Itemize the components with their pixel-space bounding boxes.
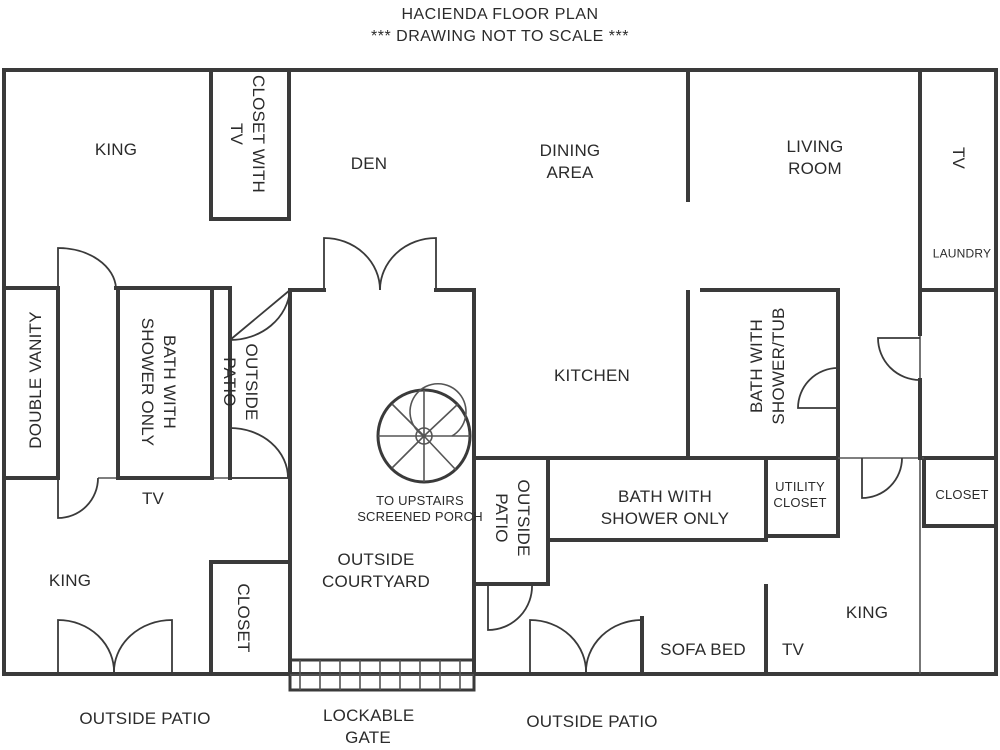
label-outside-patio-right: OUTSIDE PATIO <box>526 712 658 731</box>
room-label-king-top-left: KING <box>94 140 138 159</box>
room-label-kitchen: KITCHEN <box>553 366 631 385</box>
room-label-laundry: LAUNDRY <box>932 246 992 261</box>
plan-subtitle: *** DRAWING NOT TO SCALE *** <box>371 28 629 45</box>
door-swings <box>57 237 921 675</box>
label-lockable-gate: LOCKABLE GATE <box>323 706 415 747</box>
room-label-sofa-bed: SOFA BED <box>660 640 746 659</box>
room-label-tv-left: TV <box>141 489 165 508</box>
interior-walls <box>2 68 998 676</box>
room-label-closet-bottom-left: CLOSET <box>234 583 253 653</box>
room-label-den: DEN <box>350 154 388 173</box>
room-label-tv-bottom-right: TV <box>781 640 805 659</box>
room-label-dining-area: DINING AREA <box>539 141 601 182</box>
room-label-outside-courtyard: OUTSIDE COURTYARD <box>322 550 430 591</box>
stairs-note: TO UPSTAIRS SCREENED PORCH <box>357 493 483 524</box>
plan-title: HACIENDA FLOOR PLAN <box>401 6 599 23</box>
room-label-living-room: LIVING ROOM <box>786 137 844 178</box>
room-label-utility-closet: UTILITY CLOSET <box>773 479 827 510</box>
room-label-closet-with-tv: CLOSET WITH TV <box>227 74 268 194</box>
outer-walls <box>2 68 998 676</box>
room-label-double-vanity: DOUBLE VANITY <box>26 311 45 449</box>
spiral-stair <box>376 382 472 484</box>
room-label-king-bottom-right: KING <box>845 603 889 622</box>
lockable-gate <box>288 658 476 692</box>
room-label-bath-shower-only-left: BATH WITH SHOWER ONLY <box>138 317 179 447</box>
room-label-tv-top-right: TV <box>949 146 968 170</box>
room-label-outside-patio-mid: OUTSIDE PATIO <box>492 479 533 557</box>
room-label-bath-shower-only-mid: BATH WITH SHOWER ONLY <box>600 487 730 528</box>
room-label-outside-patio-small: OUTSIDE PATIO <box>220 343 261 421</box>
label-outside-patio-left: OUTSIDE PATIO <box>79 709 211 728</box>
room-label-closet-right: CLOSET <box>935 487 989 502</box>
room-label-bath-shower-tub: BATH WITH SHOWER/TUB <box>747 307 788 425</box>
room-label-king-bottom-left: KING <box>48 571 92 590</box>
